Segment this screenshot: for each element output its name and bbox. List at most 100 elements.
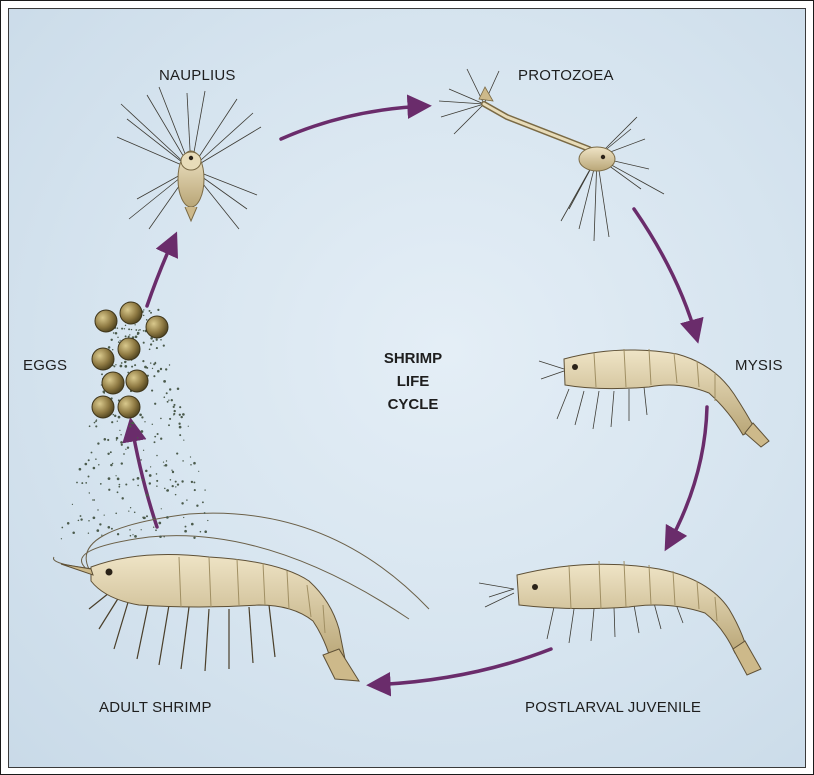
- stipple-dot: [88, 459, 90, 461]
- stipple-dot: [150, 466, 151, 467]
- stipple-dot: [141, 430, 144, 433]
- label-mysis: MYSIS: [735, 357, 783, 374]
- stipple-dot: [137, 332, 140, 335]
- stipple-dot: [114, 415, 116, 417]
- stipple-dot: [137, 477, 140, 480]
- stipple-dot: [72, 531, 75, 534]
- stipple-dot: [156, 339, 158, 341]
- stipple-dot: [134, 364, 136, 366]
- stipple-dot: [116, 437, 119, 440]
- egg-cluster: [92, 302, 168, 418]
- stipple-dot: [78, 520, 80, 522]
- stipple-dot: [93, 516, 96, 519]
- stipple-dot: [151, 312, 152, 313]
- title-line: SHRIMP: [354, 347, 472, 370]
- stipple-dot: [150, 362, 151, 363]
- stipple-dot: [119, 484, 121, 486]
- stipple-dot: [150, 343, 152, 345]
- stipple-dot: [111, 421, 113, 423]
- stipple-dot: [67, 522, 70, 525]
- stipple-dot: [104, 438, 107, 441]
- stipple-dot: [115, 513, 117, 515]
- label-nauplius: NAUPLIUS: [159, 67, 236, 84]
- stipple-dot: [158, 522, 161, 525]
- stipple-dot: [92, 499, 93, 500]
- stipple-dot: [141, 479, 143, 481]
- stipple-dot: [88, 476, 90, 478]
- egg: [146, 316, 168, 338]
- stipple-dot: [166, 460, 167, 461]
- stipple-dot: [172, 485, 174, 487]
- stipple-dot: [160, 418, 162, 420]
- stipple-dot: [164, 488, 166, 490]
- stipple-dot: [204, 512, 206, 514]
- stipple-dot: [124, 365, 127, 368]
- stipple-dot: [89, 425, 91, 427]
- stipple-dot: [184, 530, 187, 533]
- egg: [92, 396, 114, 418]
- stipple-dot: [193, 537, 195, 539]
- protozoea-drawing: [439, 69, 664, 241]
- stipple-dot: [175, 486, 176, 487]
- egg: [120, 302, 142, 324]
- stipple-dot: [95, 458, 97, 460]
- stipple-dot: [153, 375, 155, 377]
- stipple-dot: [143, 450, 144, 451]
- stipple-dot: [104, 514, 105, 515]
- stipple-dot: [99, 523, 101, 525]
- stipple-dot: [80, 515, 82, 517]
- stipple-dot: [61, 538, 62, 539]
- stipple-dot: [139, 413, 142, 416]
- stipple-dot: [81, 482, 83, 484]
- stipple-dot: [154, 436, 156, 438]
- stipple-dot: [182, 413, 185, 416]
- stipple-dot: [147, 367, 148, 368]
- stipple-dot: [101, 373, 103, 375]
- stipple-dot: [149, 348, 151, 350]
- stipple-dot: [94, 422, 96, 424]
- egg: [92, 348, 114, 370]
- stipple-dot: [173, 404, 175, 406]
- stipple-dot: [121, 328, 123, 330]
- stipple-dot: [85, 482, 87, 484]
- nauplius-drawing: [117, 87, 261, 229]
- stipple-dot: [179, 426, 182, 429]
- stipple-dot: [137, 460, 138, 461]
- stipple-dot: [170, 479, 172, 481]
- stipple-dot: [100, 483, 102, 485]
- stipple-dot: [146, 515, 148, 517]
- stipple-dot: [76, 482, 78, 484]
- stipple-dot: [141, 416, 143, 418]
- title-line: LIFE: [354, 370, 472, 393]
- stipple-dot: [120, 365, 123, 368]
- stipple-dot: [117, 491, 119, 493]
- stipple-dot: [93, 499, 95, 501]
- stipple-dot: [127, 446, 129, 448]
- stipple-dot: [141, 529, 142, 530]
- stipple-dot: [91, 452, 93, 454]
- stipple-dot: [111, 528, 113, 530]
- stipple-dot: [125, 483, 127, 485]
- egg: [126, 370, 148, 392]
- stipple-dot: [123, 453, 125, 455]
- stipple-dot: [134, 512, 136, 514]
- stipple-dot: [153, 517, 155, 519]
- stipple-dot: [154, 403, 156, 405]
- stipple-dot: [146, 494, 149, 497]
- stipple-dot: [97, 442, 99, 444]
- stipple-dot: [125, 335, 127, 337]
- stipple-dot: [96, 419, 97, 420]
- stipple-dot: [165, 464, 168, 467]
- stipple-dot: [132, 534, 133, 535]
- stipple-dot: [157, 433, 159, 435]
- stipple-dot: [143, 309, 144, 310]
- egg: [118, 396, 140, 418]
- stipple-dot: [110, 464, 112, 466]
- stipple-dot: [124, 328, 125, 329]
- stipple-dot: [157, 309, 159, 311]
- stipple-dot: [169, 388, 171, 390]
- stipple-dot: [190, 464, 192, 466]
- stipple-dot: [181, 416, 183, 418]
- stipple-dot: [181, 480, 183, 482]
